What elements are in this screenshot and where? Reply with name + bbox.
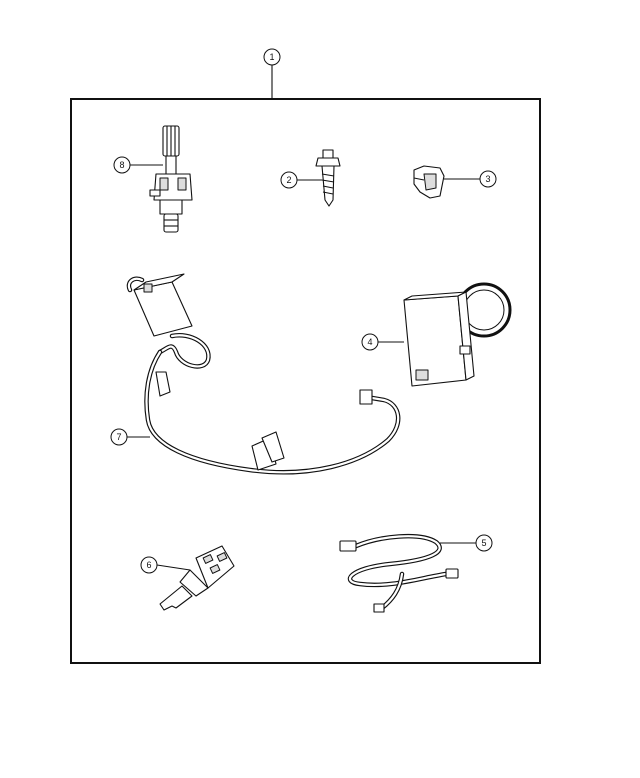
part-6-key-fob [159, 545, 235, 611]
part-2-bolt [315, 149, 341, 207]
callout-7[interactable]: 7 [110, 428, 150, 446]
part-8-ignition-switch [149, 125, 193, 233]
callout-1-label: 1 [269, 52, 274, 62]
callout-3[interactable]: 3 [444, 170, 497, 188]
part-5-wiring-jumper [339, 533, 459, 613]
callout-2-label: 2 [286, 175, 291, 185]
callout-6-label: 6 [146, 560, 151, 570]
callout-5[interactable]: 5 [440, 534, 493, 552]
callout-3-label: 3 [485, 174, 490, 184]
kit-frame [70, 98, 541, 664]
callout-1[interactable]: 1 [263, 48, 281, 99]
callout-2[interactable]: 2 [280, 171, 322, 189]
callout-8-label: 8 [119, 160, 124, 170]
part-3-clip [413, 165, 445, 199]
callout-8[interactable]: 8 [113, 156, 163, 174]
callout-7-label: 7 [116, 432, 121, 442]
part-4-control-module [403, 282, 512, 387]
callout-6[interactable]: 6 [140, 556, 191, 574]
callout-4-label: 4 [367, 337, 372, 347]
callout-5-label: 5 [481, 538, 486, 548]
callout-4[interactable]: 4 [361, 333, 404, 351]
part-7-antenna-harness [126, 273, 401, 475]
